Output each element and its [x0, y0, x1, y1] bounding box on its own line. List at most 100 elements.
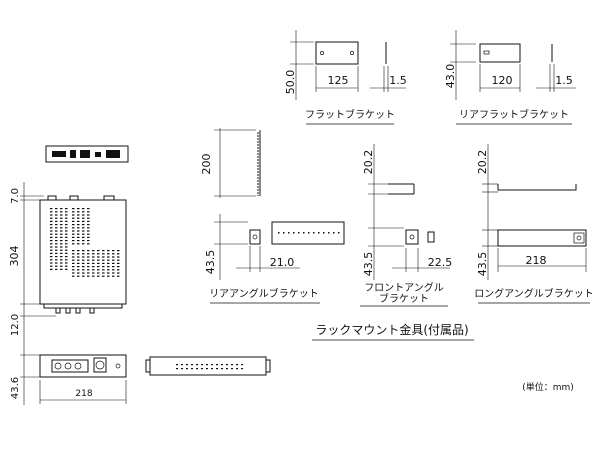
flat-bracket-label: フラットブラケット: [305, 108, 395, 121]
rear-flat-thick: 1.5: [555, 74, 573, 87]
vent-slot: [50, 268, 53, 270]
vent-slot: [50, 243, 53, 245]
long-angle-bracket: 20.2 43.5 218 ロングアングルブラケット: [474, 144, 594, 304]
vent-slot: [55, 259, 58, 261]
vent-slot: [92, 253, 95, 255]
vent-slot: [112, 275, 115, 277]
vent-slot: [102, 275, 105, 277]
rear-angle-height: 43.5: [204, 250, 217, 275]
vent-slot: [92, 272, 95, 274]
vent-slot: [87, 256, 90, 258]
vent-slot: [72, 250, 75, 252]
vent-slot: [92, 256, 95, 258]
long-angle-bracket-label: ロングアングルブラケット: [474, 287, 594, 300]
vent-slot: [117, 269, 120, 271]
vent-slot: [50, 249, 53, 251]
vent-slot: [82, 208, 85, 210]
vent-slot: [72, 266, 75, 268]
vent-slot: [77, 211, 80, 213]
rear-flat-bracket-label: リアフラットブラケット: [459, 108, 569, 121]
vent-slot: [55, 265, 58, 267]
vent-slot: [201, 368, 203, 370]
vent-slot: [72, 259, 75, 261]
vent-slot: [77, 259, 80, 261]
vent-slot: [60, 246, 63, 248]
vent-slot: [72, 275, 75, 277]
vent-slot: [65, 265, 68, 267]
vent-slot: [117, 275, 120, 277]
vent-slot: [318, 232, 320, 234]
vent-slot: [77, 214, 80, 216]
vent-slot: [82, 240, 85, 242]
vent-slot: [323, 232, 325, 234]
vent-slot: [50, 259, 53, 261]
vent-slot: [87, 272, 90, 274]
vent-slot: [107, 253, 110, 255]
vent-slot: [303, 232, 305, 234]
main-unit-front-view: [39, 354, 127, 378]
main-unit-top-view: [39, 195, 127, 314]
vent-slot: [328, 232, 330, 234]
vent-slot: [92, 269, 95, 271]
vent-slot: [82, 250, 85, 252]
vent-slot: [211, 368, 213, 370]
vent-slot: [102, 259, 105, 261]
vent-slot: [77, 217, 80, 219]
vent-slot: [82, 262, 85, 264]
vent-slot: [65, 252, 68, 254]
vent-slot: [107, 266, 110, 268]
vent-slot: [60, 256, 63, 258]
main-unit-rear-view: [45, 145, 129, 163]
vent-slot: [72, 269, 75, 271]
vent-slot: [77, 243, 80, 245]
vent-slot: [65, 240, 68, 242]
vent-slot: [55, 214, 58, 216]
vent-slot: [60, 252, 63, 254]
vent-slot: [77, 262, 80, 264]
vent-slot: [236, 368, 238, 370]
vent-slot: [298, 232, 300, 234]
vent-slot: [60, 230, 63, 232]
vent-slot: [87, 230, 90, 232]
vent-slot: [82, 253, 85, 255]
vent-slot: [65, 224, 68, 226]
vent-slot: [87, 220, 90, 222]
vent-slot: [112, 256, 115, 258]
vent-slot: [60, 217, 63, 219]
vent-slot: [87, 275, 90, 277]
vent-slot: [97, 253, 100, 255]
main-unit-rack-side-view: [145, 356, 271, 376]
rear-angle-length: 200: [200, 154, 213, 175]
vent-slot: [92, 259, 95, 261]
vent-slot: [65, 217, 68, 219]
vent-slot: [97, 266, 100, 268]
vent-slot: [308, 232, 310, 234]
vent-slot: [92, 250, 95, 252]
vent-slot: [55, 217, 58, 219]
flat-bracket: 50.0 125 1.5 フラットブラケット: [284, 30, 407, 125]
vent-slot: [176, 368, 178, 370]
vent-slot: [65, 249, 68, 251]
vent-slot: [87, 208, 90, 210]
vent-slot: [226, 368, 228, 370]
vent-slot: [191, 364, 193, 366]
vent-slot: [191, 368, 193, 370]
vent-slot: [181, 368, 183, 370]
vent-slot: [231, 368, 233, 370]
vent-slot: [72, 243, 75, 245]
vent-slot: [201, 364, 203, 366]
vent-slot: [60, 211, 63, 213]
vent-slot: [50, 262, 53, 264]
dim-body-h: 304: [8, 246, 21, 267]
vent-slot: [97, 250, 100, 252]
vent-slot: [186, 364, 188, 366]
dim-front-h: 43.6: [10, 377, 21, 399]
vent-slot: [72, 220, 75, 222]
vent-slot: [65, 259, 68, 261]
vent-slot: [338, 232, 340, 234]
vent-slot: [55, 227, 58, 229]
vent-slot: [226, 364, 228, 366]
vent-slot: [60, 236, 63, 238]
long-angle-top: 20.2: [476, 150, 489, 175]
vent-slot: [82, 227, 85, 229]
